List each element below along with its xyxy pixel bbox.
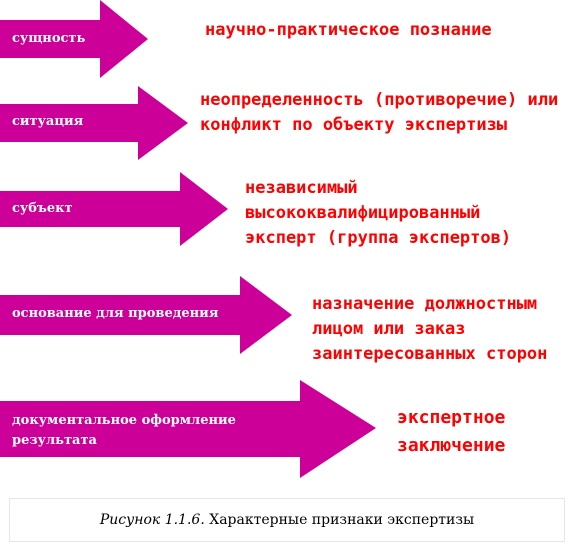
arrow-shape — [0, 276, 292, 354]
arrow-shape — [0, 0, 148, 78]
feature-label: документальное оформление результата — [12, 413, 236, 448]
feature-label: основание для проведения — [12, 306, 219, 321]
feature-row-documentation: документальное оформление результата экс… — [0, 380, 584, 480]
feature-row-situation: ситуация неопределенность (противоречие)… — [0, 86, 584, 168]
feature-description: независимый высококвалифицированный эксп… — [245, 178, 512, 248]
feature-row-subject: субъект независимый высококвалифицирован… — [0, 172, 584, 256]
figure-label: Рисунок 1.1.6. — [99, 512, 205, 528]
figure-title: Характерные признаки экспертизы — [209, 512, 475, 528]
arrow-shape — [0, 380, 376, 478]
figure-caption: Рисунок 1.1.6. Характерные признаки эксп… — [9, 498, 565, 542]
feature-label: субъект — [12, 201, 73, 216]
feature-description: научно-практическое познание — [205, 20, 492, 40]
feature-description: неопределенность (противоречие) или конф… — [200, 90, 559, 135]
arrow-shape — [0, 86, 188, 160]
feature-description: экспертное заключение — [397, 407, 506, 456]
feature-row-grounds: основание для проведения назначение долж… — [0, 276, 584, 364]
feature-label: ситуация — [12, 114, 84, 129]
feature-label: сущность — [12, 31, 86, 46]
feature-row-essence: сущность научно-практическое познание — [0, 0, 584, 78]
feature-description: назначение должностным лицом или заказ з… — [312, 294, 548, 364]
arrow-shape — [0, 172, 228, 246]
